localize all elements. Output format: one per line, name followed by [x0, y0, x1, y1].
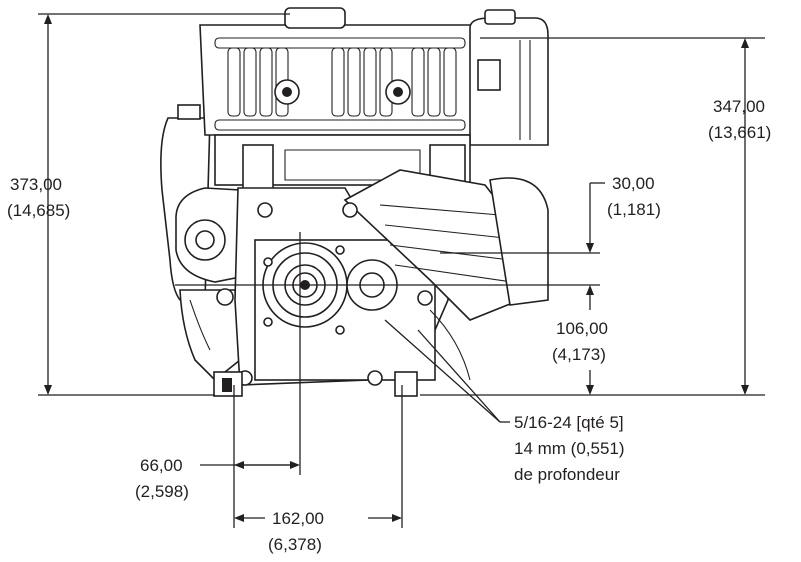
bolt-spacing-mm: 162,00 — [272, 509, 324, 528]
cooling-fins — [227, 47, 457, 117]
shaft-height-in: (4,173) — [552, 345, 606, 364]
offset-small-in: (1,181) — [607, 200, 661, 219]
overall-height-mm: 373,00 — [10, 175, 62, 194]
upper-height-mm: 347,00 — [713, 97, 765, 116]
thread-note-line1: 5/16-24 [qté 5] — [514, 413, 624, 432]
offset-small-mm: 30,00 — [612, 174, 655, 193]
shaft-offset-mm: 66,00 — [140, 456, 183, 475]
overall-height-in: (14,685) — [7, 201, 70, 220]
thread-note-line3: de profondeur — [514, 465, 620, 484]
dimension-labels: 373,00 (14,685) 347,00 (13,661) 30,00 (1… — [7, 97, 771, 554]
engine-illustration — [160, 7, 549, 397]
thread-note-line2: 14 mm (0,551) — [514, 439, 625, 458]
upper-height-in: (13,661) — [708, 123, 771, 142]
dimension-lines — [38, 13, 765, 528]
bolt-heads — [216, 202, 433, 386]
shaft-height-mm: 106,00 — [556, 319, 608, 338]
shaft-offset-in: (2,598) — [135, 482, 189, 501]
bolt-spacing-in: (6,378) — [268, 535, 322, 554]
